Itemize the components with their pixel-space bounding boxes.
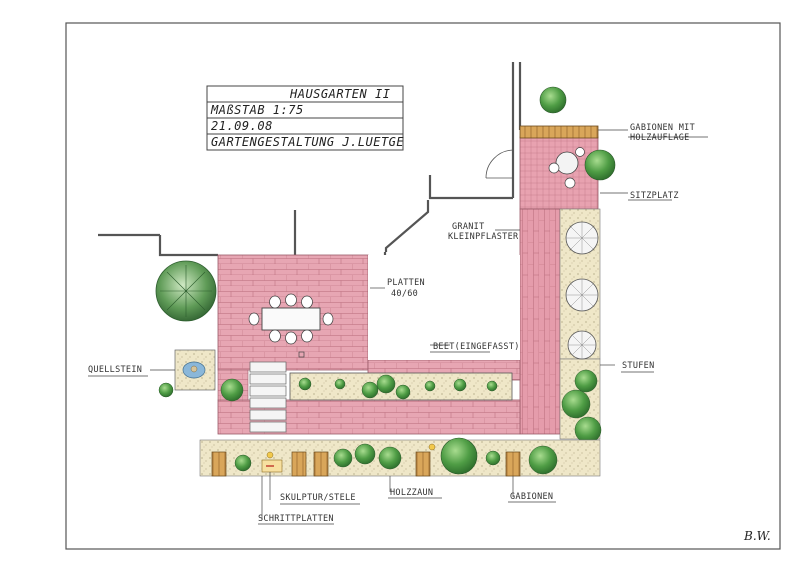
house-walls — [98, 62, 522, 257]
label-platten: PLATTEN — [387, 278, 425, 288]
sitzplatz-paving — [519, 136, 599, 210]
shrub-sitzplatz — [584, 149, 616, 181]
label-stufen: STUFEN — [622, 361, 655, 371]
label-kleinpflaster: KLEINPFLASTER — [448, 232, 519, 242]
label-sitzplatz: SITZPLATZ — [630, 191, 679, 201]
label-gabionen-holzauflage-2: HOLZAUFLAGE — [630, 133, 690, 143]
door-swing — [485, 149, 514, 179]
granit-kleinpflaster-path — [519, 208, 561, 435]
skulptur-stele — [261, 451, 283, 473]
leader-lines — [150, 129, 628, 520]
small-shrubs-left — [158, 378, 244, 402]
gabionen-holzauflage — [519, 125, 599, 139]
plan-designer: GARTENGESTALTUNG J.LUETGE — [211, 135, 404, 149]
label-schrittplatten: SCHRITTPLATTEN — [258, 514, 334, 524]
beet-plants — [298, 374, 498, 400]
dining-table — [248, 293, 334, 345]
bistro-set — [548, 147, 585, 189]
title-block — [206, 85, 404, 151]
plan-title: HAUSGARTEN II — [289, 87, 390, 101]
shrub-top — [539, 86, 567, 114]
label-beet: BEET(EINGEFASST) — [433, 342, 520, 352]
label-gabionen-holzauflage-1: GABIONEN MIT — [630, 123, 695, 133]
label-granit: GRANIT — [452, 222, 485, 232]
label-quellstein: QUELLSTEIN — [88, 365, 142, 375]
signature: B.W. — [743, 529, 771, 543]
sheet-border — [65, 22, 781, 550]
plan-date: 21.09.08 — [211, 119, 273, 133]
holzzaun-posts — [211, 451, 521, 477]
label-skulptur-stele: SKULPTUR/STELE — [280, 493, 356, 503]
plan-scale: MAßSTAB 1:75 — [210, 103, 304, 117]
label-platten-size: 40/60 — [391, 289, 418, 299]
lawn-inner — [368, 255, 520, 360]
quellstein-feature — [174, 349, 216, 391]
drain-marker — [298, 351, 305, 358]
terrace-steps — [249, 361, 287, 433]
lower-shrubs — [234, 437, 558, 475]
large-tree — [155, 260, 217, 322]
label-gabionen: GABIONEN — [510, 492, 553, 502]
flower-yellow — [428, 443, 436, 451]
label-holzzaun: HOLZZAUN — [390, 488, 433, 498]
